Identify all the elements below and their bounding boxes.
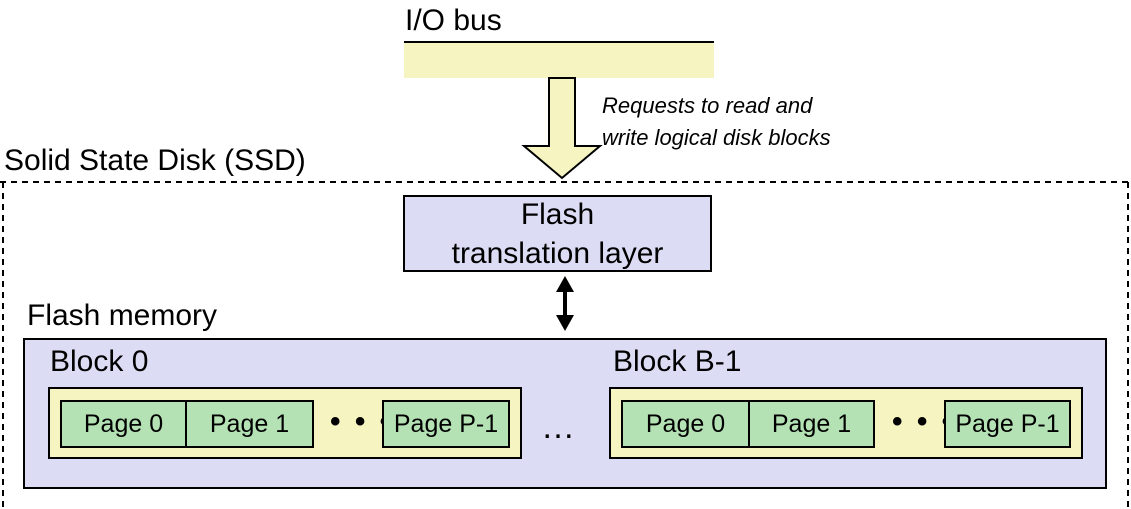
flash-translation-layer-box: Flash translation layer: [403, 195, 712, 272]
io-bus-bar: [404, 42, 714, 78]
block-0-page-ellipsis: • • •: [330, 405, 394, 438]
ssd-label: Solid State Disk (SSD): [4, 144, 306, 177]
request-note-line-1: Requests to read and: [602, 93, 813, 118]
ftl-flash-double-arrow: [556, 276, 574, 331]
block-last-page-1: Page 1: [748, 400, 875, 448]
ftl-label-line-2: translation layer: [451, 236, 664, 270]
ftl-label-line-1: Flash: [520, 197, 595, 231]
between-blocks-ellipsis: …: [541, 408, 578, 446]
block-last-label: Block B-1: [613, 345, 742, 378]
io-bus: [404, 41, 714, 78]
block-0-page-1: Page 1: [185, 400, 314, 448]
io-bus-label: I/O bus: [405, 4, 502, 37]
block-last-page-0: Page 0: [621, 400, 750, 448]
block-0-page-last: Page P-1: [382, 400, 510, 448]
block-0-label: Block 0: [50, 345, 149, 378]
block-last-page-last: Page P-1: [944, 400, 1071, 448]
block-last-page-ellipsis: • • •: [892, 405, 956, 438]
request-down-arrow: [521, 77, 603, 180]
request-note-line-2: write logical disk blocks: [602, 125, 831, 150]
flash-memory-label: Flash memory: [27, 299, 218, 332]
block-0-page-0: Page 0: [60, 400, 187, 448]
